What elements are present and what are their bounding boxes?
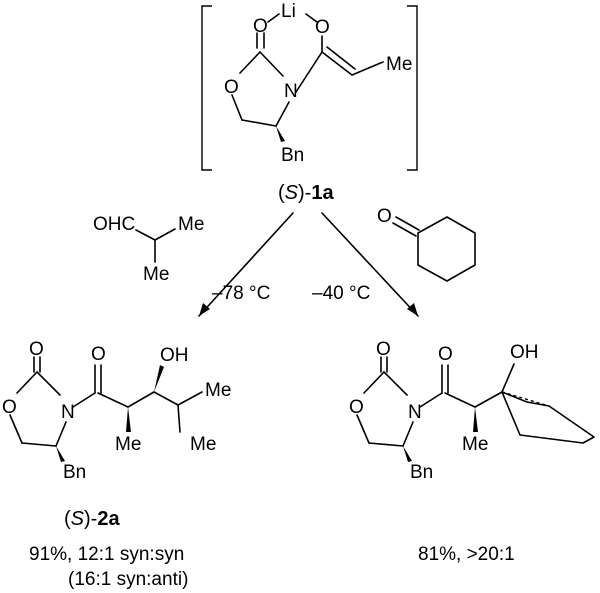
me-label: Me	[190, 434, 216, 455]
me-label: Me	[462, 434, 488, 455]
o-label: O	[29, 339, 44, 360]
o-label: O	[349, 397, 364, 418]
cyclohexanone-reagent: O	[377, 206, 476, 282]
reaction-arrows	[198, 212, 419, 317]
temp-right: –40 °C	[312, 283, 370, 304]
o-label: O	[438, 344, 453, 365]
cyclohexane-ring	[501, 391, 595, 444]
o-label: O	[376, 339, 391, 360]
me-label: Me	[386, 54, 412, 75]
o-label: O	[315, 17, 330, 38]
o-label: O	[91, 344, 106, 365]
product-left-selectivity: (16:1 syn:anti)	[68, 569, 188, 590]
temp-left: –78 °C	[212, 283, 270, 304]
o-label: O	[224, 77, 239, 98]
me-label: Me	[143, 264, 169, 285]
o-label: O	[2, 397, 17, 418]
n-label: N	[284, 81, 298, 102]
me-label: Me	[178, 214, 204, 235]
left-arrow	[198, 212, 294, 317]
left-bracket	[201, 5, 212, 171]
product-right-structure: O O N O OH Me Bn 81%, >20:1	[349, 339, 595, 565]
me-label: Me	[115, 434, 141, 455]
right-bracket	[407, 5, 418, 171]
me-label: Me	[205, 380, 231, 401]
product-left-structure: O O N O OH Me Me Me Bn (S)-2a 91%, 12:1 …	[2, 339, 231, 590]
reactant-name: (S)-1a	[278, 182, 334, 204]
li-label: Li	[281, 1, 296, 22]
ketone-o-label: O	[377, 206, 392, 227]
ohc-label: OHC	[93, 214, 135, 235]
bn-label: Bn	[281, 145, 304, 166]
bn-label: Bn	[63, 462, 86, 483]
reactant-structure: Li O O O N Me Bn (S)-1a	[201, 1, 418, 204]
oh-label: OH	[160, 345, 189, 366]
aldehyde-reagent: OHC Me Me	[93, 214, 204, 285]
right-arrow	[321, 212, 419, 317]
bn-label: Bn	[410, 462, 433, 483]
n-label: N	[408, 402, 422, 423]
o-label: O	[253, 16, 268, 37]
oh-label: OH	[510, 342, 539, 363]
product-left-name: (S)-2a	[64, 508, 120, 530]
product-right-yield: 81%, >20:1	[418, 544, 515, 565]
n-label: N	[61, 402, 75, 423]
product-left-yield: 91%, 12:1 syn:syn	[29, 544, 184, 565]
